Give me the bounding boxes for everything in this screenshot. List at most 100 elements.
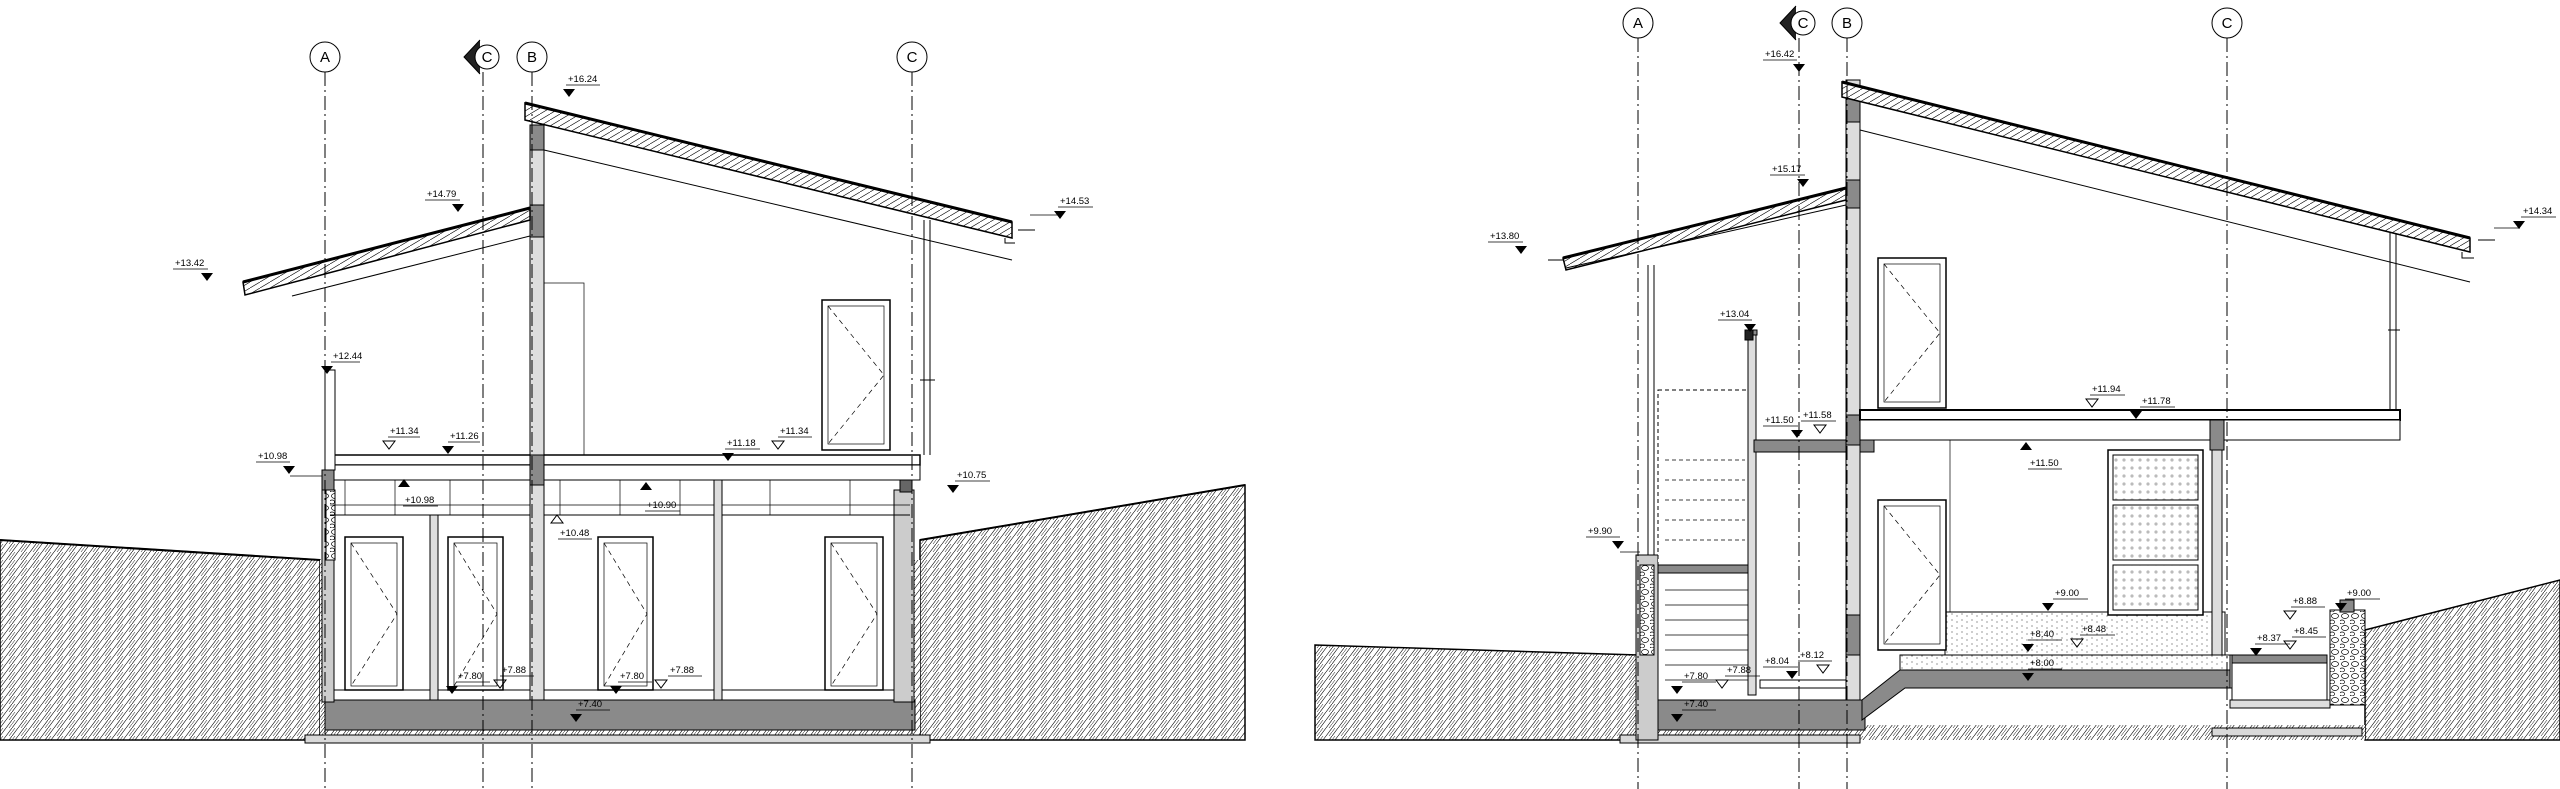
- level-marker: +11.18: [722, 438, 760, 461]
- level-marker: +10.98: [256, 451, 322, 477]
- doors-right: [1877, 257, 2204, 651]
- svg-text:+11.58: +11.58: [1803, 410, 1832, 421]
- level-marker: +10.75: [947, 470, 990, 493]
- svg-text:+11.26: +11.26: [450, 431, 479, 442]
- level-marker: +8.04: [1763, 656, 1798, 679]
- svg-text:+12.44: +12.44: [333, 351, 362, 362]
- level-marker: +9.00: [2042, 588, 2088, 611]
- level-markers-left: +16.24 +14.79 +14.53 +13.42 +12.44 +11.3…: [173, 74, 1093, 722]
- roof-main-left: [524, 101, 1035, 261]
- svg-text:+7.88: +7.88: [670, 665, 694, 676]
- level-marker: +11.58: [1801, 410, 1836, 434]
- level-marker: +14.79: [425, 189, 464, 212]
- svg-text:+16.24: +16.24: [568, 74, 597, 85]
- level-marker: +11.78: [2130, 396, 2175, 419]
- level-marker: +13.04: [1718, 309, 1756, 332]
- svg-text:+8.45: +8.45: [2294, 626, 2318, 637]
- svg-text:+10.48: +10.48: [560, 528, 589, 539]
- svg-text:+9.00: +9.00: [2347, 588, 2371, 599]
- svg-text:+8.48: +8.48: [2082, 624, 2106, 635]
- terrain-right-right: [2364, 579, 2560, 741]
- svg-text:+14.79: +14.79: [427, 189, 456, 200]
- level-marker: +7.40: [1671, 699, 1716, 722]
- level-marker: +7.88: [654, 665, 702, 689]
- svg-text:+7.80: +7.80: [620, 671, 644, 682]
- svg-text:+10.98: +10.98: [258, 451, 287, 462]
- terrain-right: [919, 484, 1246, 741]
- terrain-left: [0, 539, 321, 741]
- svg-text:+14.34: +14.34: [2523, 206, 2552, 217]
- level-marker: +7.88: [1715, 665, 1760, 689]
- svg-text:+8.88: +8.88: [2293, 596, 2317, 607]
- roof-lower-left: [242, 206, 531, 297]
- svg-text:+13.42: +13.42: [175, 258, 204, 269]
- level-marker: +13.42: [173, 258, 213, 281]
- svg-text:+9.00: +9.00: [2055, 588, 2079, 599]
- axis-label-a-right: A: [1633, 15, 1643, 32]
- svg-text:+15.17: +15.17: [1772, 164, 1801, 175]
- svg-text:+13.04: +13.04: [1720, 309, 1749, 320]
- section-marker-c-right: C: [1798, 15, 1809, 32]
- staircase: [1657, 389, 1754, 681]
- svg-text:+11.50: +11.50: [1765, 415, 1794, 426]
- level-marker: +16.42: [1763, 49, 1805, 72]
- level-markers-right: +16.42 +15.17 +14.34 +13.80 +13.04 +11.9…: [1488, 49, 2556, 722]
- svg-text:+11.94: +11.94: [2092, 384, 2121, 395]
- svg-text:+13.80: +13.80: [1490, 231, 1519, 242]
- axis-label-b: B: [527, 49, 537, 66]
- axes-right: A B C C: [1622, 5, 2243, 789]
- level-marker: +8.40: [2022, 629, 2062, 652]
- level-marker: +7.40: [570, 699, 610, 722]
- svg-text:+8.00: +8.00: [2030, 658, 2054, 669]
- level-marker: +9.90: [1586, 526, 1640, 553]
- roof-lower-right: [1548, 186, 1847, 271]
- svg-text:+11.34: +11.34: [780, 426, 809, 437]
- svg-text:+8.40: +8.40: [2030, 629, 2054, 640]
- svg-text:+10.90: +10.90: [647, 500, 676, 511]
- svg-text:+11.78: +11.78: [2142, 396, 2171, 407]
- doors-lower-left: [344, 536, 884, 691]
- section-right: A B C C +16.42 +15.17 +14.34 +13.80 +13.…: [1314, 5, 2560, 789]
- section-marker-c: C: [482, 49, 493, 66]
- svg-text:+8.37: +8.37: [2257, 633, 2281, 644]
- level-marker: +7.80: [1671, 671, 1716, 694]
- level-marker: +8.45: [2283, 626, 2326, 650]
- svg-text:+7.80: +7.80: [1684, 671, 1708, 682]
- level-marker: +14.34: [2494, 206, 2556, 229]
- svg-text:+10.98: +10.98: [405, 495, 434, 506]
- axis-label-c-right: C: [2222, 15, 2233, 32]
- level-marker: +8.12: [1798, 650, 1832, 674]
- level-marker: +11.50: [1763, 415, 1803, 438]
- level-marker: +11.94: [2085, 384, 2125, 408]
- level-marker: +10.90: [640, 482, 680, 512]
- level-marker: +9.00: [2335, 588, 2380, 611]
- svg-text:+9.90: +9.90: [1588, 526, 1612, 537]
- roof-main-right: [1841, 80, 2495, 283]
- svg-text:+7.80: +7.80: [458, 671, 482, 682]
- svg-text:+7.40: +7.40: [1684, 699, 1708, 710]
- svg-text:+8.04: +8.04: [1765, 656, 1789, 667]
- level-marker: +7.80: [610, 671, 652, 694]
- level-marker: +11.34: [382, 426, 420, 450]
- axis-label-a: A: [320, 49, 330, 66]
- svg-text:+7.88: +7.88: [502, 665, 526, 676]
- section-left: A B C C +16.24 +14.79 +14.53 +13.42 +12.…: [0, 39, 1246, 789]
- terrain-right-left: [1314, 644, 1639, 741]
- svg-text:+7.88: +7.88: [1727, 665, 1751, 676]
- level-marker: +15.17: [1770, 164, 1809, 187]
- svg-text:+11.18: +11.18: [727, 438, 756, 449]
- level-marker: +7.80: [446, 671, 490, 694]
- level-marker: +11.26: [442, 431, 480, 454]
- level-marker: +7.88: [493, 665, 534, 689]
- level-marker: +8.48: [2070, 624, 2115, 648]
- svg-text:+10.75: +10.75: [957, 470, 986, 481]
- svg-text:+14.53: +14.53: [1060, 196, 1089, 207]
- level-marker: +13.80: [1488, 231, 1527, 254]
- level-marker: +8.88: [2283, 596, 2325, 620]
- axis-label-b-right: B: [1842, 15, 1852, 32]
- level-marker: +11.50: [2020, 442, 2062, 470]
- level-marker: +11.34: [771, 426, 812, 450]
- level-marker: +10.48: [550, 514, 592, 540]
- level-marker: +10.98: [398, 479, 438, 507]
